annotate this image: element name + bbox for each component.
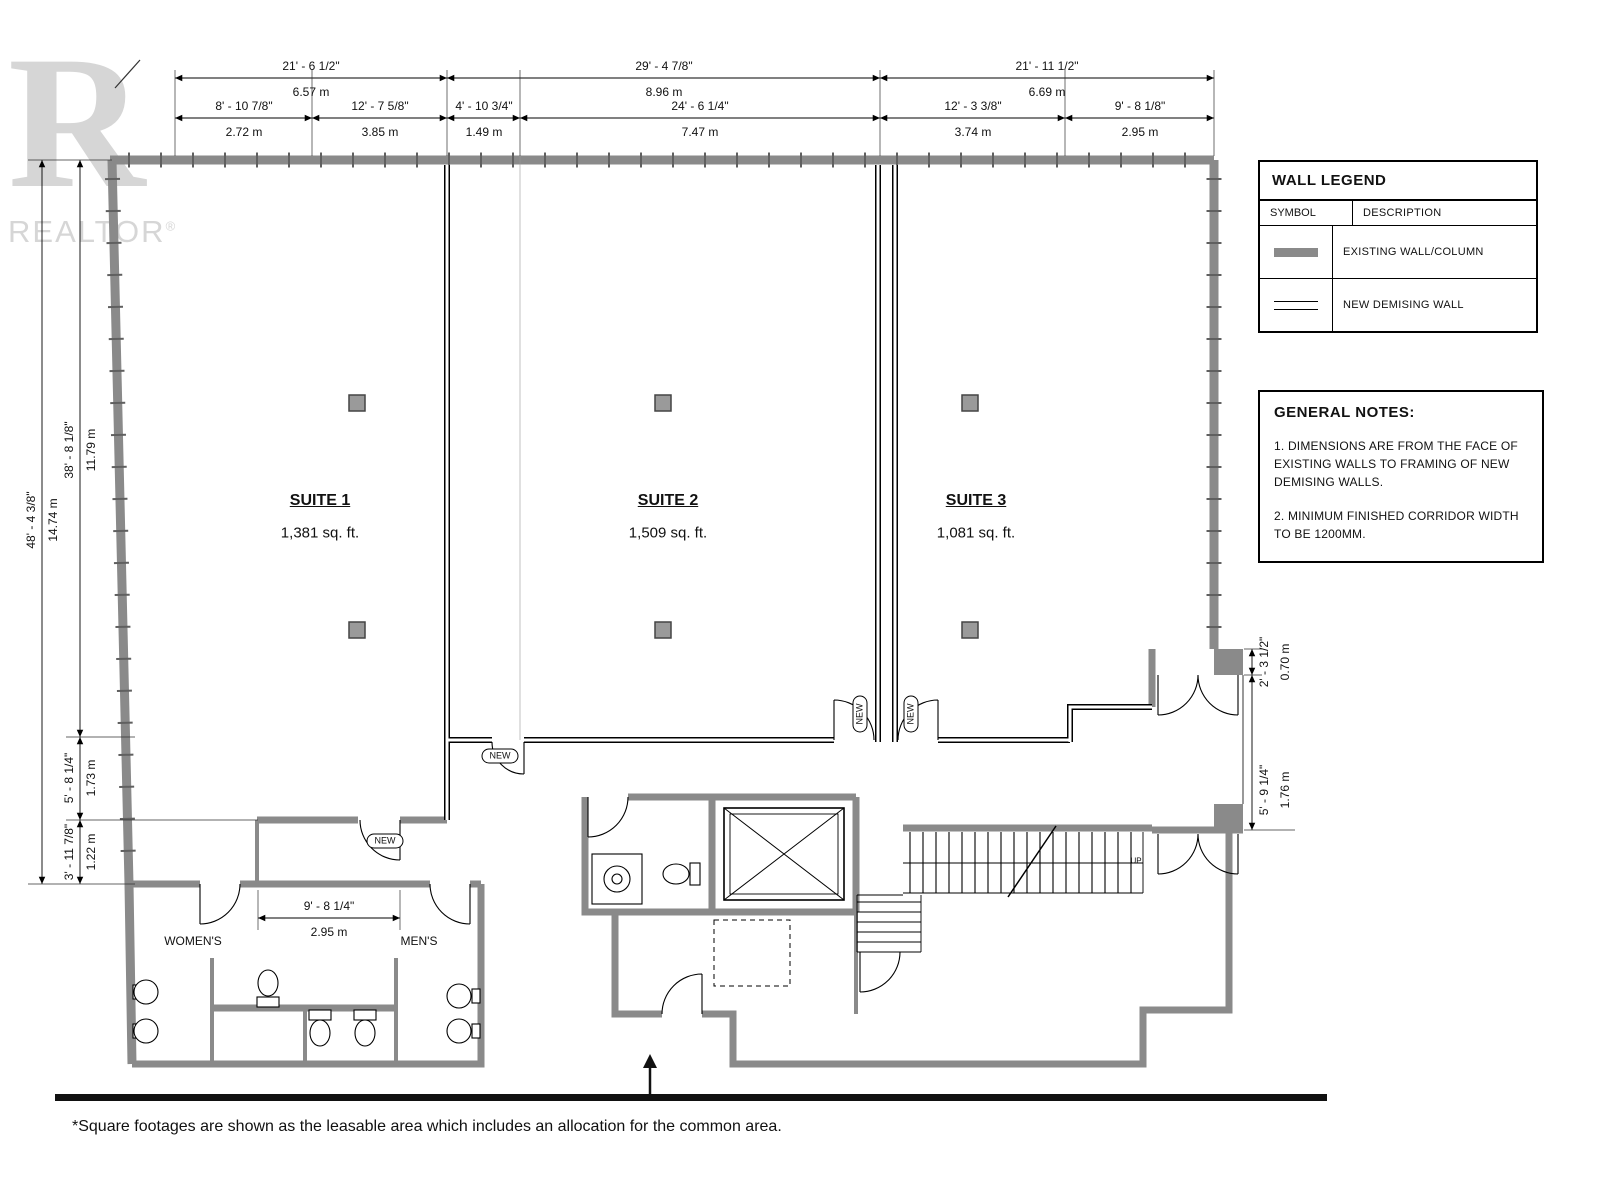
general-notes-title: GENERAL NOTES:: [1274, 404, 1415, 421]
dim-left-0-m: 14.74 m: [46, 498, 60, 542]
legend-header-symbol: SYMBOL: [1260, 201, 1353, 225]
wall-ticks: [105, 152, 1222, 867]
suite-2-label: SUITE 2: [637, 492, 699, 509]
realtor-watermark: R REALTOR®: [8, 28, 177, 250]
stair-linework: [856, 825, 1144, 953]
dim-top2-2-ft: 4' - 10 3/4": [455, 99, 513, 113]
dim-top2-2-m: 1.49 m: [465, 125, 503, 139]
dim-top1-1-ft: 29' - 4 7/8": [635, 59, 693, 73]
realtor-brand-word: REALTOR: [8, 214, 166, 249]
general-notes: GENERAL NOTES: 1. DIMENSIONS ARE FROM TH…: [1258, 390, 1544, 563]
suite-3-area: 1,081 sq. ft.: [936, 524, 1016, 542]
dim-left-2-m: 1.73 m: [84, 759, 98, 797]
dim-bath-ft: 9' - 8 1/4": [303, 899, 355, 913]
realtor-logo-letter: R: [8, 18, 146, 228]
structural-columns: [348, 394, 979, 639]
suite-1-label: SUITE 1: [289, 492, 351, 509]
elevator-linework: [713, 807, 845, 987]
dim-left-3-m: 1.22 m: [84, 833, 98, 871]
dim-top2-1-ft: 12' - 7 5/8": [351, 99, 409, 113]
dim-top1-0-ft: 21' - 6 1/2": [282, 59, 340, 73]
dim-top1-2-ft: 21' - 11 1/2": [1015, 59, 1079, 73]
note-item-2: 2. MINIMUM FINISHED CORRIDOR WIDTH TO BE…: [1274, 509, 1519, 541]
legend-row-new-demising-wall: NEW DEMISING WALL: [1260, 279, 1536, 331]
dim-right-1-ft: 5' - 9 1/4": [1257, 764, 1271, 816]
dim-left-3-ft: 3' - 11 7/8": [62, 823, 76, 881]
plumbing-fixtures: [132, 853, 701, 1047]
registered-mark: ®: [165, 218, 178, 234]
dim-left-2-ft: 5' - 8 1/4": [62, 752, 76, 804]
note-item-1: 1. DIMENSIONS ARE FROM THE FACE OF EXIST…: [1274, 439, 1518, 489]
new-door-tag-corridor: NEW: [481, 748, 519, 764]
dim-top2-5-ft: 9' - 8 1/8": [1114, 99, 1166, 113]
dim-left-0-ft: 48' - 4 3/8": [24, 491, 38, 549]
suite-1-area: 1,381 sq. ft.: [280, 524, 360, 542]
dim-top2-4-ft: 12' - 3 3/8": [944, 99, 1002, 113]
dim-right-0-m: 0.70 m: [1278, 643, 1292, 681]
mens-room-label: MEN'S: [400, 934, 438, 948]
new-demising-walls: [444, 165, 1152, 820]
dim-top1-0-m: 6.57 m: [292, 85, 330, 99]
suite-3-label: SUITE 3: [945, 492, 1007, 509]
legend-row-existing-wall: EXISTING WALL/COLUMN: [1260, 226, 1536, 279]
new-door-tag-suite1: NEW: [366, 833, 404, 849]
dim-top2-1-m: 3.85 m: [361, 125, 399, 139]
new-door-tag-suite2: NEW: [852, 695, 868, 733]
dim-top2-0-ft: 8' - 10 7/8": [215, 99, 273, 113]
womens-room-label: WOMEN'S: [164, 934, 222, 948]
dim-top1-1-m: 8.96 m: [645, 85, 683, 99]
dim-top2-5-m: 2.95 m: [1121, 125, 1159, 139]
legend-header-description: DESCRIPTION: [1363, 207, 1442, 219]
new-demising-wall-symbol: [1274, 300, 1318, 310]
suite-2-area: 1,509 sq. ft.: [628, 524, 708, 542]
wall-legend-title: WALL LEGEND: [1260, 162, 1536, 201]
wall-legend: WALL LEGEND SYMBOL DESCRIPTION EXISTING …: [1258, 160, 1538, 333]
dim-right-1-m: 1.76 m: [1278, 771, 1292, 809]
door-swing-arcs: [199, 674, 1244, 1015]
dim-top2-0-m: 2.72 m: [225, 125, 263, 139]
legend-desc-existing-wall: EXISTING WALL/COLUMN: [1343, 246, 1484, 258]
stairs-up-label: UP: [1130, 856, 1142, 866]
realtor-brand-text: REALTOR®: [8, 214, 177, 250]
dim-top2-4-m: 3.74 m: [954, 125, 992, 139]
dim-left-1-m: 11.79 m: [84, 428, 98, 472]
dim-top2-3-m: 7.47 m: [681, 125, 719, 139]
grade-line: [55, 1054, 1327, 1101]
dim-bath-m: 2.95 m: [310, 925, 348, 939]
dim-top2-3-ft: 24' - 6 1/4": [671, 99, 729, 113]
dim-top1-2-m: 6.69 m: [1028, 85, 1066, 99]
legend-desc-new-demising-wall: NEW DEMISING WALL: [1343, 299, 1464, 311]
dim-right-0-ft: 2' - 3 1/2": [1257, 636, 1271, 688]
dimension-lines: [28, 59, 1295, 930]
new-door-tag-suite3: NEW: [903, 695, 919, 733]
wall-legend-header: SYMBOL DESCRIPTION: [1260, 201, 1536, 226]
existing-walls: [107, 155, 1243, 1068]
existing-wall-symbol: [1274, 247, 1318, 257]
dim-left-1-ft: 38' - 8 1/8": [62, 421, 76, 479]
footer-note: *Square footages are shown as the leasab…: [72, 1118, 782, 1135]
